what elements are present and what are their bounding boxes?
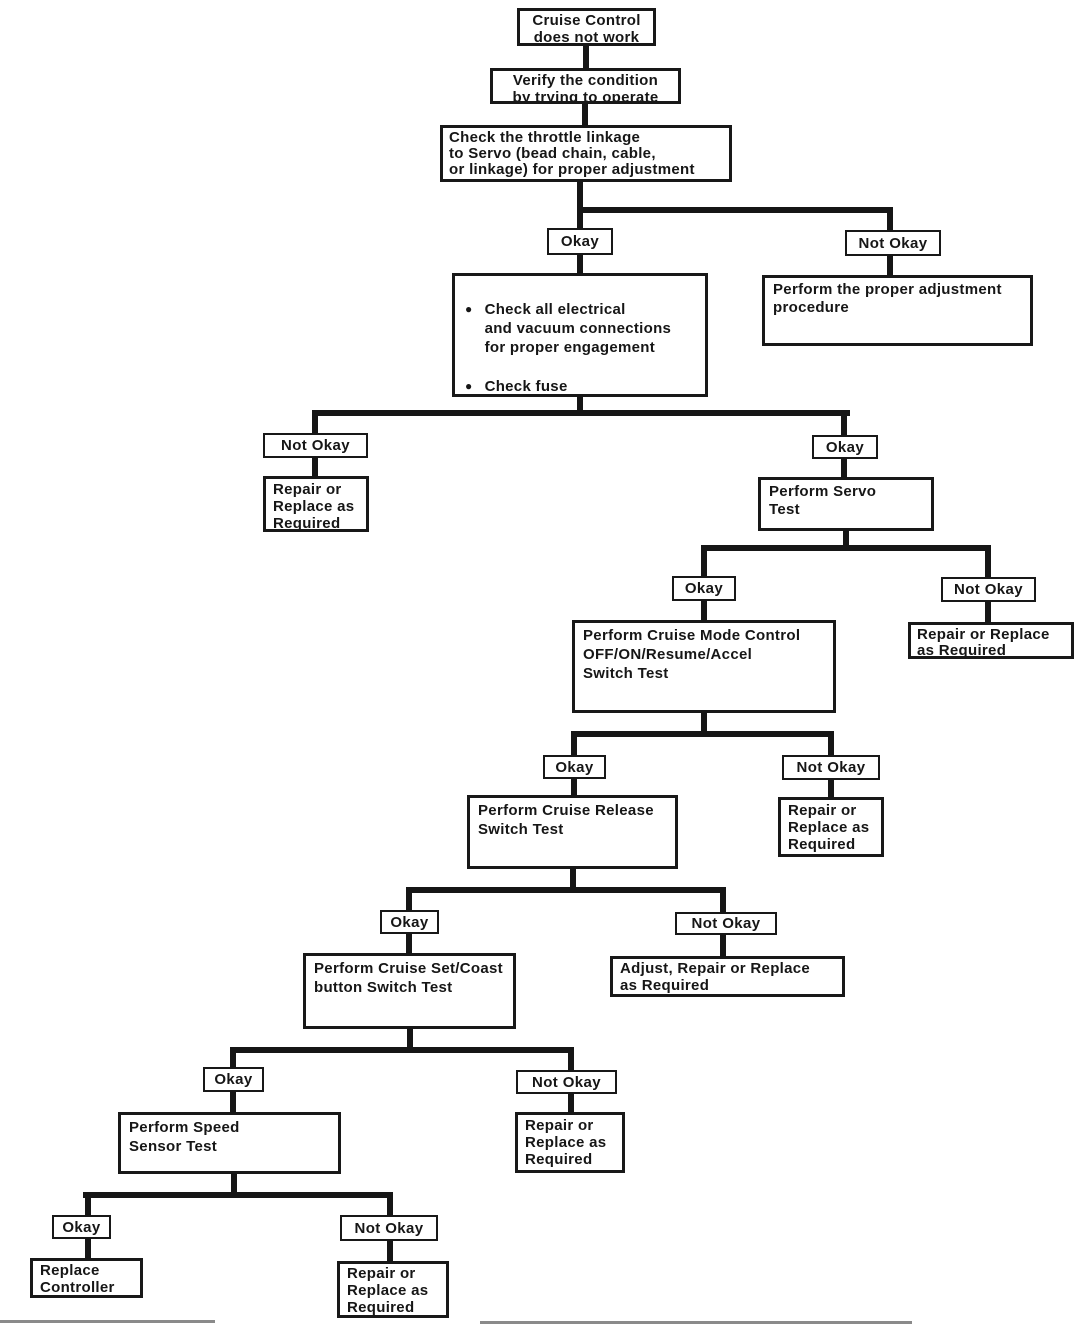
node-repair-replace-2: Repair or Replace as Required	[908, 622, 1074, 659]
okay-label-release: Okay	[380, 910, 439, 934]
connector-line	[387, 1192, 393, 1216]
not-okay-label-servo: Not Okay	[941, 577, 1036, 602]
connector-line	[312, 410, 850, 416]
connector-line	[577, 180, 583, 228]
connector-line	[701, 545, 991, 551]
not-okay-label-speed-sensor: Not Okay	[340, 1215, 438, 1241]
connector-line	[720, 887, 726, 913]
connector-line	[406, 887, 412, 911]
connector-line	[312, 410, 318, 433]
connector-line	[887, 207, 893, 230]
connector-line	[83, 1192, 393, 1198]
connector-line	[571, 778, 577, 796]
connector-line	[406, 887, 726, 893]
connector-line	[828, 779, 834, 798]
connector-line	[568, 1047, 574, 1071]
node-electrical-checks: ● Check all electrical and vacuum connec…	[452, 273, 708, 397]
not-okay-label-electrical: Not Okay	[263, 433, 368, 458]
okay-label-electrical: Okay	[812, 435, 878, 459]
connector-line	[577, 207, 893, 213]
connector-line	[582, 102, 588, 127]
connector-line	[570, 868, 576, 888]
okay-label-mode-control: Okay	[543, 755, 606, 779]
node-adjust-repair-replace: Adjust, Repair or Replace as Required	[610, 956, 845, 997]
node-servo-test: Perform Servo Test	[758, 477, 934, 531]
connector-line	[583, 44, 589, 70]
connector-line	[406, 933, 412, 954]
node-repair-replace-4: Repair or Replace as Required	[515, 1112, 625, 1173]
connector-line	[720, 934, 726, 957]
connector-line	[312, 457, 318, 477]
electrical-check-item-text: Check all electrical and vacuum connecti…	[484, 301, 672, 356]
electrical-check-item-text: Check fuse	[484, 378, 568, 395]
connector-line	[85, 1238, 91, 1259]
connector-line	[985, 545, 991, 577]
not-okay-label-mode-control: Not Okay	[782, 755, 880, 780]
connector-line	[387, 1240, 393, 1262]
node-check-throttle-linkage: Check the throttle linkage to Servo (bea…	[440, 125, 732, 182]
connector-line	[985, 601, 991, 623]
connector-line	[841, 458, 847, 478]
okay-label-set-coast: Okay	[203, 1067, 264, 1092]
connector-line	[571, 731, 833, 737]
node-replace-controller: Replace Controller	[30, 1258, 143, 1298]
connector-line	[407, 1028, 413, 1048]
connector-line	[85, 1192, 91, 1216]
electrical-check-item: ● Check fuse	[461, 377, 699, 395]
node-set-coast-switch-test: Perform Cruise Set/Coast button Switch T…	[303, 953, 516, 1029]
connector-line	[577, 395, 583, 412]
not-okay-label-set-coast: Not Okay	[516, 1070, 617, 1094]
page-edge-line	[0, 1320, 215, 1323]
node-speed-sensor-test: Perform Speed Sensor Test	[118, 1112, 341, 1174]
okay-label-speed-sensor: Okay	[52, 1215, 111, 1239]
node-repair-replace-1: Repair or Replace as Required	[263, 476, 369, 532]
page-edge-line	[480, 1321, 912, 1324]
connector-line	[701, 600, 707, 621]
node-verify-condition: Verify the condition by trying to operat…	[490, 68, 681, 104]
connector-line	[577, 254, 583, 274]
connector-line	[230, 1091, 236, 1113]
okay-label-servo: Okay	[672, 576, 736, 601]
node-release-switch-test: Perform Cruise Release Switch Test	[467, 795, 678, 869]
connector-line	[887, 255, 893, 276]
connector-line	[231, 1173, 237, 1193]
connector-line	[843, 530, 849, 547]
not-okay-label-release: Not Okay	[675, 912, 777, 935]
connector-line	[828, 731, 834, 755]
connector-line	[568, 1093, 574, 1113]
not-okay-label-throttle: Not Okay	[845, 230, 941, 256]
connector-line	[701, 712, 707, 733]
connector-line	[571, 731, 577, 755]
connector-line	[230, 1047, 236, 1068]
bullet-icon: ●	[465, 302, 473, 316]
connector-line	[701, 545, 707, 576]
node-repair-replace-3: Repair or Replace as Required	[778, 797, 884, 857]
node-perform-adjustment-procedure: Perform the proper adjustment procedure	[762, 275, 1033, 346]
bullet-icon: ●	[465, 379, 473, 393]
node-repair-replace-5: Repair or Replace as Required	[337, 1261, 449, 1318]
node-mode-control-switch-test: Perform Cruise Mode Control OFF/ON/Resum…	[572, 620, 836, 713]
connector-line	[230, 1047, 574, 1053]
electrical-check-item: ● Check all electrical and vacuum connec…	[461, 300, 699, 357]
connector-line	[841, 410, 847, 435]
okay-label-throttle: Okay	[547, 228, 613, 255]
node-cruise-control-start: Cruise Control does not work	[517, 8, 656, 46]
